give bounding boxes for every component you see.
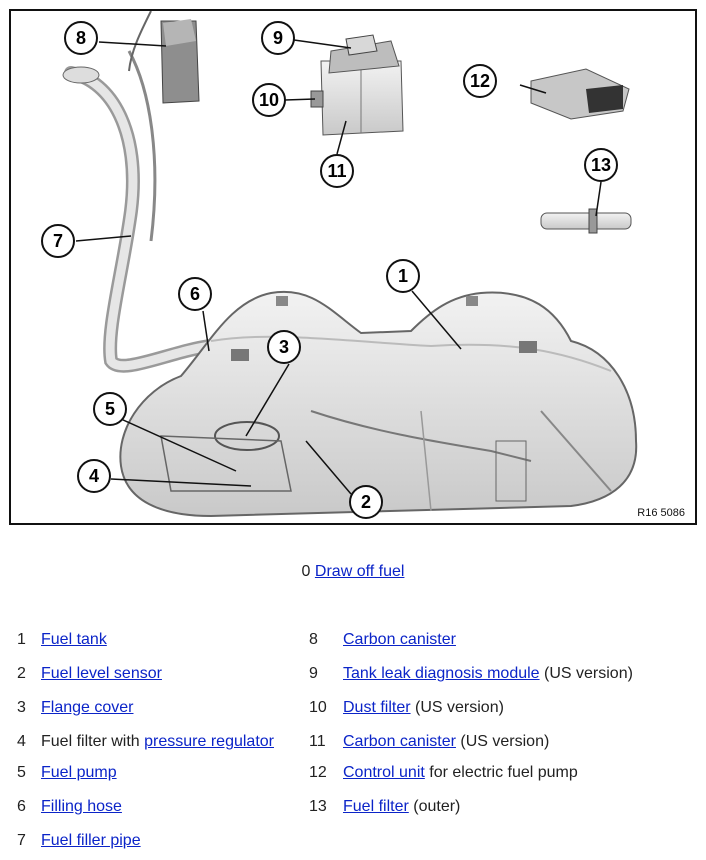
control-unit-drawing (530, 68, 630, 120)
callout-2: 2 (349, 485, 383, 519)
carbon-canister-11-drawing (310, 34, 404, 136)
legend-item-6: 6 Filling hose (17, 798, 122, 816)
dust-filter-link[interactable]: Dust filter (343, 699, 411, 716)
callout-9: 9 (261, 21, 295, 55)
legend-item-5: 5 Fuel pump (17, 764, 117, 782)
callout-6: 6 (178, 277, 212, 311)
parts-diagram: 8 9 10 11 12 13 1 3 (9, 9, 697, 525)
fuel-filler-pipe-drawing (62, 50, 218, 373)
draw-off-row: 0 Draw off fuel (0, 563, 706, 581)
svg-text:8: 8 (76, 28, 86, 48)
legend-item-4: 4 Fuel filter with pressure regulator (17, 733, 274, 751)
callout-4: 4 (77, 459, 111, 493)
diagram-drawing: 8 9 10 11 12 13 1 3 (41, 11, 638, 519)
fuel-tank-drawing (119, 290, 638, 518)
svg-text:2: 2 (361, 492, 371, 512)
svg-text:11: 11 (327, 161, 346, 181)
draw-off-fuel-link[interactable]: Draw off fuel (314, 563, 405, 580)
legend-pre-text: Fuel filter with (41, 733, 145, 750)
svg-text:6: 6 (190, 284, 200, 304)
legend-item-11: 11 Carbon canister (US version) (309, 733, 549, 751)
callout-7: 7 (41, 224, 75, 258)
carbon-canister-8-drawing (128, 11, 200, 104)
svg-text:9: 9 (273, 28, 283, 48)
legend-num: 5 (17, 764, 26, 781)
filling-hose-link[interactable]: Filling hose (41, 798, 122, 815)
legend-suffix-text: (US version) (455, 733, 550, 750)
carbon-canister-us-link[interactable]: Carbon canister (343, 733, 456, 750)
callout-3: 3 (267, 330, 301, 364)
legend-item-9: 9 Tank leak diagnosis module (US version) (309, 665, 633, 683)
pressure-regulator-link[interactable]: pressure regulator (144, 733, 274, 750)
callout-1: 1 (386, 259, 420, 293)
fuel-tank-link[interactable]: Fuel tank (41, 631, 107, 648)
carbon-canister-link[interactable]: Carbon canister (343, 631, 456, 648)
fuel-filter-outer-drawing (540, 208, 632, 234)
flange-cover-link[interactable]: Flange cover (41, 699, 134, 716)
legend-item-10: 10 Dust filter (US version) (309, 699, 504, 717)
fuel-level-sensor-link[interactable]: Fuel level sensor (41, 665, 162, 682)
svg-text:4: 4 (89, 466, 99, 486)
svg-text:10: 10 (259, 90, 279, 110)
legend-num: 12 (309, 764, 327, 781)
legend-num: 7 (17, 832, 26, 849)
legend-item-8: 8 Carbon canister (309, 631, 456, 649)
legend-suffix-text: (outer) (408, 798, 461, 815)
legend-item-2: 2 Fuel level sensor (17, 665, 162, 683)
callout-13: 13 (584, 148, 618, 182)
legend-suffix-text: for electric fuel pump (424, 764, 578, 781)
legend-item-1: 1 Fuel tank (17, 631, 107, 649)
legend-num: 11 (309, 733, 326, 750)
legend-num: 8 (309, 631, 318, 648)
callout-12: 12 (463, 64, 497, 98)
fuel-filler-pipe-link[interactable]: Fuel filler pipe (41, 832, 141, 849)
tank-leak-diagnosis-module-link[interactable]: Tank leak diagnosis module (343, 665, 540, 682)
fuel-filter-link[interactable]: Fuel filter (343, 798, 409, 815)
leader-lines (75, 39, 602, 495)
legend-item-13: 13 Fuel filter (outer) (309, 798, 460, 816)
callout-8: 8 (64, 21, 98, 55)
control-unit-link[interactable]: Control unit (343, 764, 425, 781)
legend-num: 13 (309, 798, 327, 815)
legend-suffix-text: (US version) (539, 665, 633, 682)
legend-num: 4 (17, 733, 26, 750)
legend-num: 6 (17, 798, 26, 815)
callout-11: 11 (320, 154, 354, 188)
fuel-pump-link[interactable]: Fuel pump (41, 764, 117, 781)
legend-num: 9 (309, 665, 318, 682)
figure-reference-code: R16 5086 (637, 507, 685, 519)
svg-text:3: 3 (279, 337, 289, 357)
legend-item-12: 12 Control unit for electric fuel pump (309, 764, 578, 782)
svg-text:1: 1 (398, 266, 408, 286)
svg-text:12: 12 (470, 71, 490, 91)
draw-off-num: 0 (301, 563, 311, 580)
legend-num: 2 (17, 665, 26, 682)
legend-item-3: 3 Flange cover (17, 699, 134, 717)
svg-text:13: 13 (591, 155, 611, 175)
svg-text:5: 5 (105, 399, 115, 419)
legend-num: 1 (17, 631, 26, 648)
legend-num: 3 (17, 699, 26, 716)
legend-item-7: 7 Fuel filler pipe (17, 832, 141, 850)
callout-5: 5 (93, 392, 127, 426)
legend-suffix-text: (US version) (410, 699, 504, 716)
callout-10: 10 (252, 83, 286, 117)
svg-text:7: 7 (53, 231, 63, 251)
legend-num: 10 (309, 699, 327, 716)
